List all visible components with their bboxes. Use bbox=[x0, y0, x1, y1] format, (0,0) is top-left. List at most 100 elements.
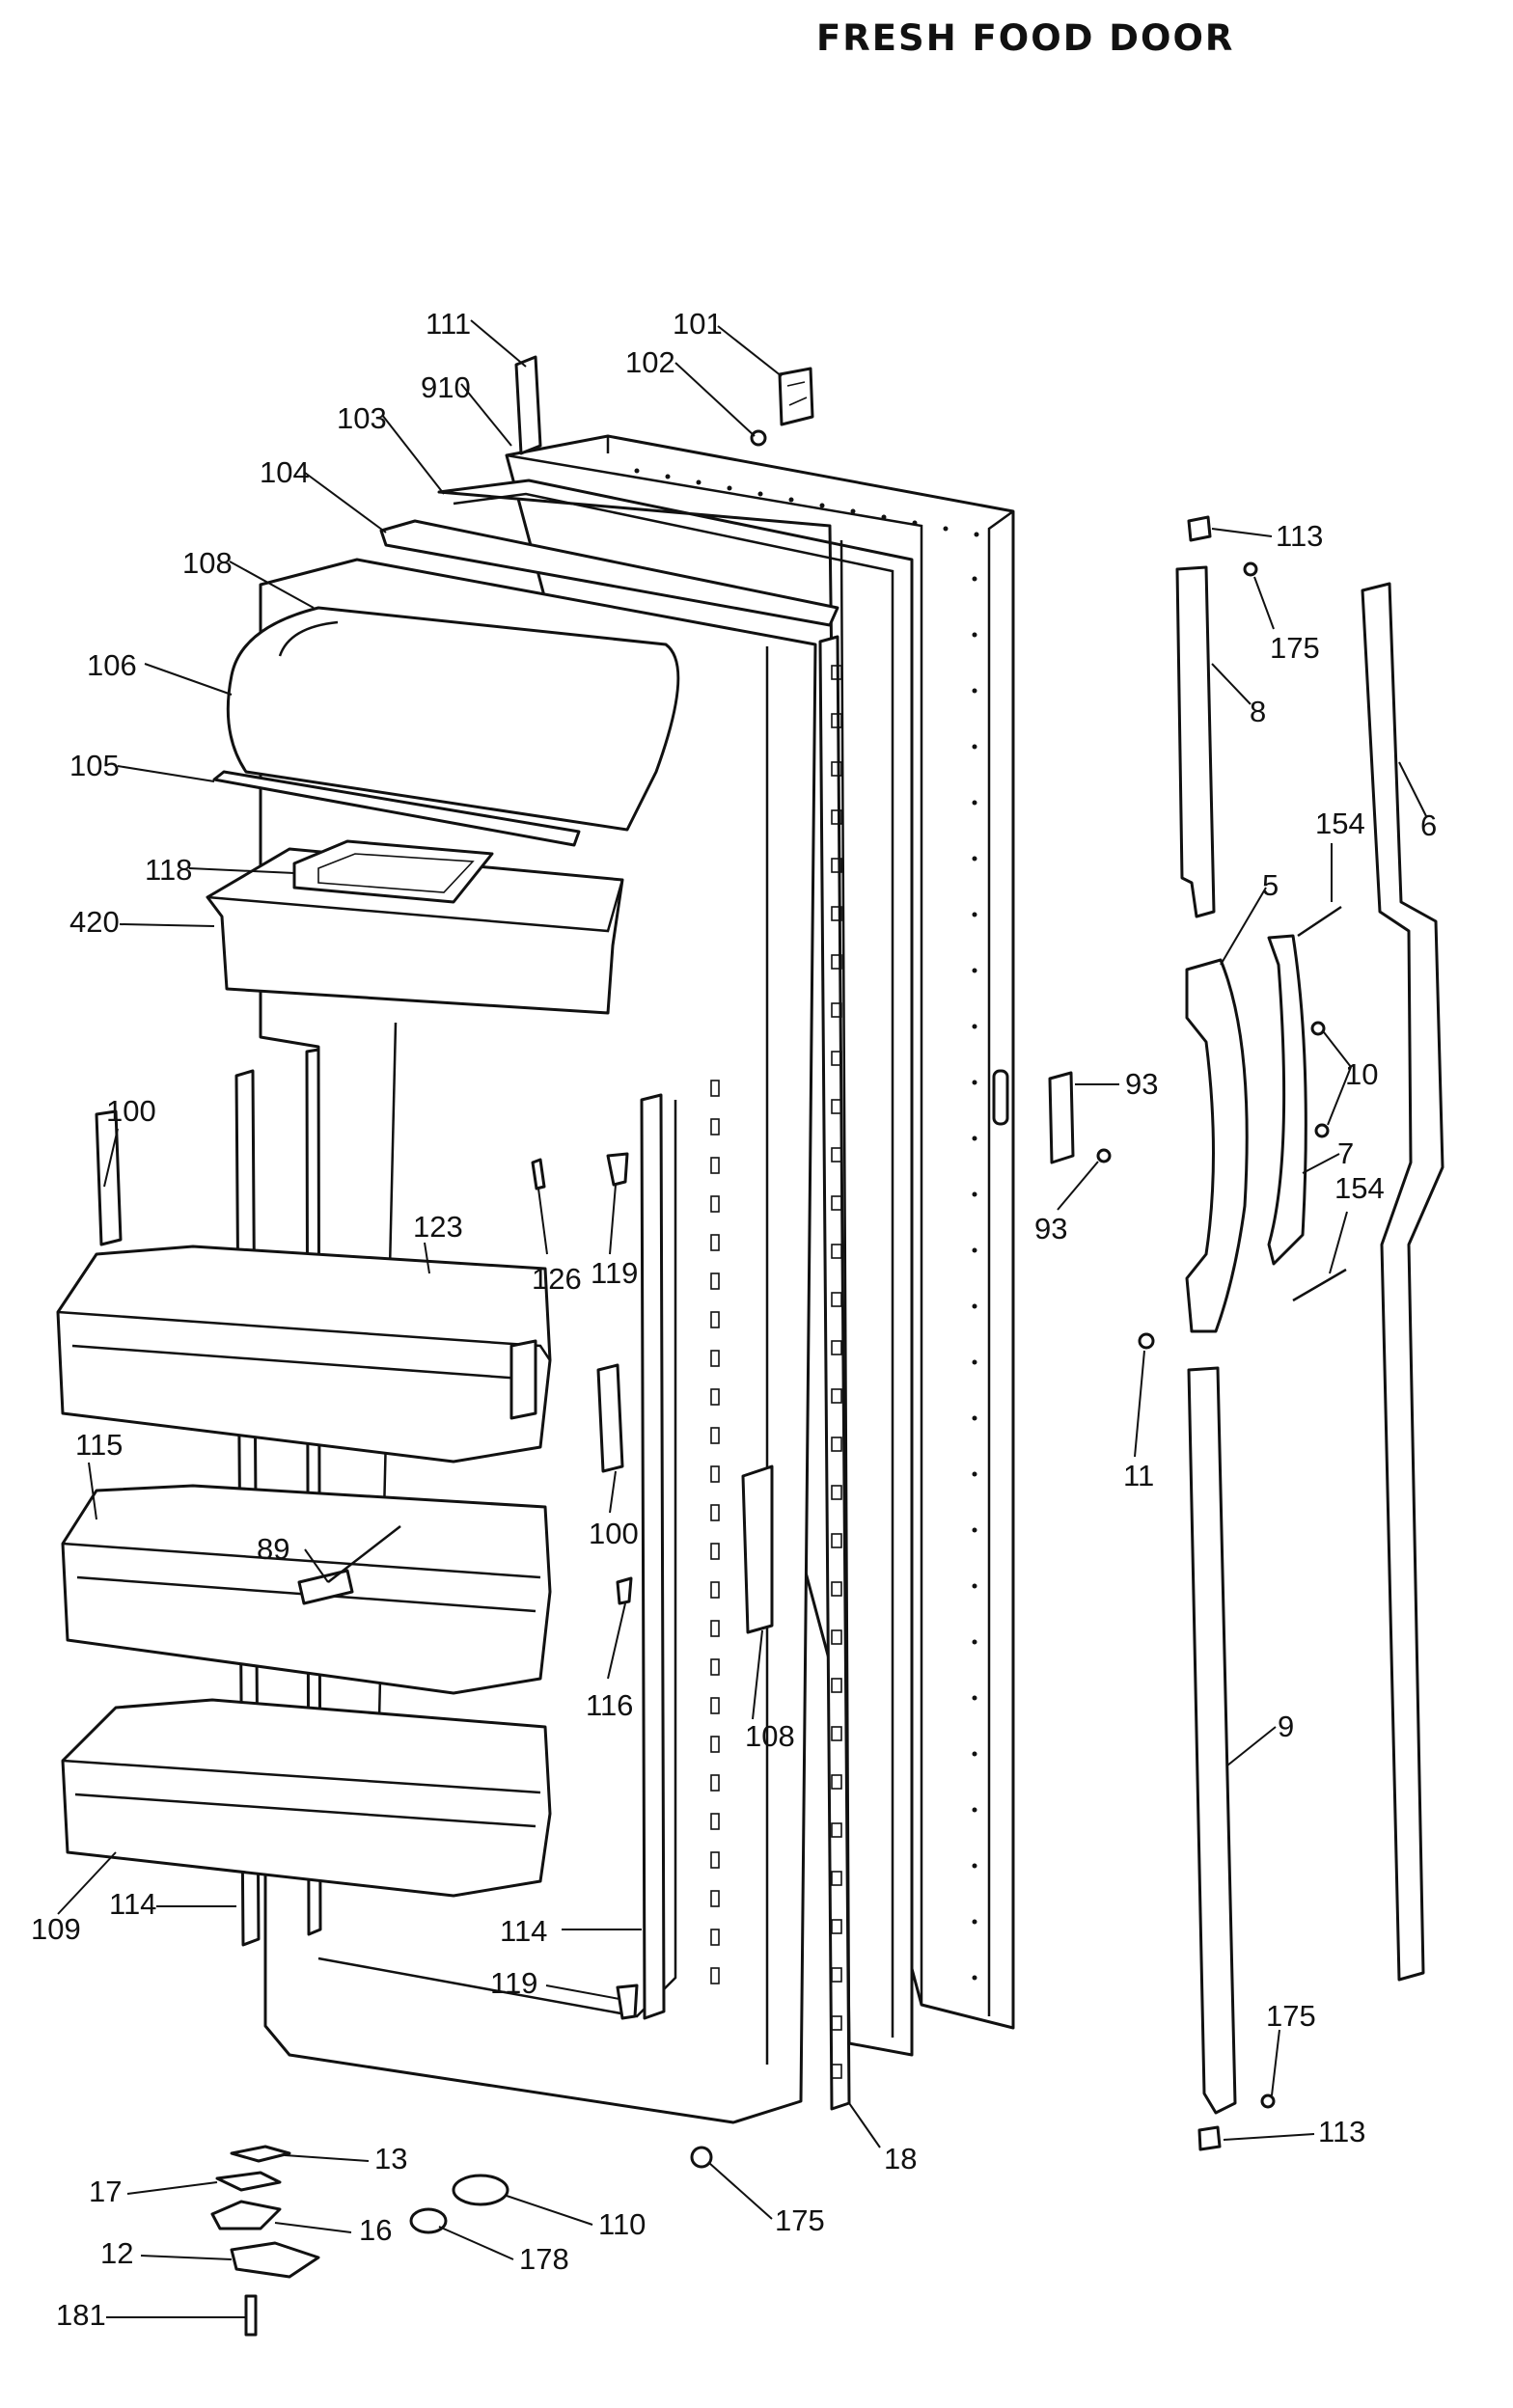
leader-line-36 bbox=[1253, 576, 1275, 630]
leader-line-44 bbox=[1329, 1211, 1348, 1274]
rail-slot-b-0 bbox=[710, 1080, 720, 1097]
part-175-screw-top bbox=[1243, 561, 1258, 577]
leader-line-29 bbox=[438, 2226, 514, 2260]
panel-hole-side-16 bbox=[972, 1471, 977, 1477]
panel-hole-side-19 bbox=[972, 1639, 977, 1645]
callout-5: 5 bbox=[1262, 868, 1279, 902]
door-panel-holes bbox=[634, 468, 979, 1981]
part-175-screw-lower bbox=[1260, 2093, 1276, 2109]
leader-line-26 bbox=[274, 2222, 352, 2233]
part-109-shelf-bin bbox=[61, 1698, 552, 1898]
part-113-cap-bottom bbox=[1197, 2125, 1222, 2151]
rail-slot-b-17 bbox=[710, 1736, 720, 1753]
panel-hole-side-5 bbox=[972, 856, 977, 862]
part-8-trim-upper bbox=[1175, 565, 1216, 918]
leader-line-48 bbox=[1223, 2133, 1315, 2141]
part-7-handle-trim bbox=[1267, 934, 1307, 1266]
part-102-screw bbox=[750, 429, 767, 447]
rail-slot-b-12 bbox=[710, 1543, 720, 1560]
rail-slot-a-9 bbox=[831, 1099, 842, 1114]
leader-line-13 bbox=[537, 1188, 548, 1255]
leader-line-20 bbox=[57, 1851, 117, 1915]
rail-slot-a-15 bbox=[831, 1388, 842, 1404]
rail-slots bbox=[710, 665, 842, 2079]
rail-slot-b-4 bbox=[710, 1234, 720, 1251]
callout-10: 10 bbox=[1345, 1057, 1378, 1091]
leader-line-12 bbox=[424, 1242, 430, 1274]
leader-line-32 bbox=[848, 2102, 881, 2148]
rail-slot-b-21 bbox=[710, 1890, 720, 1907]
leader-line-16 bbox=[304, 1548, 329, 1583]
part-93-screw bbox=[1096, 1148, 1112, 1163]
panel-hole-side-10 bbox=[972, 1136, 977, 1141]
callout-114-right: 114 bbox=[500, 1914, 547, 1948]
rail-slot-b-15 bbox=[710, 1658, 720, 1676]
callout-114-left: 114 bbox=[109, 1887, 156, 1921]
callout-108-bottom: 108 bbox=[745, 1719, 795, 1753]
rail-slot-a-3 bbox=[831, 809, 842, 825]
part-100-clip-right bbox=[596, 1363, 624, 1473]
part-106-dairy-door bbox=[226, 606, 680, 832]
panel-hole-side-13 bbox=[972, 1303, 977, 1309]
leader-line-41 bbox=[1323, 1031, 1352, 1068]
callout-106: 106 bbox=[87, 648, 137, 682]
leader-line-7 bbox=[144, 663, 233, 696]
callout-108-top: 108 bbox=[182, 546, 233, 580]
callout-104: 104 bbox=[260, 455, 310, 489]
panel-hole-side-9 bbox=[972, 1080, 977, 1085]
part-175-screw-bottom bbox=[690, 2146, 713, 2169]
panel-hole-top-8 bbox=[881, 514, 887, 520]
rail-slot-a-12 bbox=[831, 1244, 842, 1259]
part-5-handle bbox=[1185, 958, 1249, 1333]
callout-181: 181 bbox=[56, 2298, 106, 2332]
panel-hole-top-5 bbox=[788, 497, 794, 503]
rail-slot-a-24 bbox=[831, 1822, 842, 1838]
panel-hole-side-0 bbox=[972, 576, 977, 582]
panel-hole-side-24 bbox=[972, 1919, 977, 1925]
leader-line-31 bbox=[708, 2162, 773, 2220]
callout-89: 89 bbox=[257, 1532, 289, 1566]
leader-line-17 bbox=[609, 1470, 617, 1514]
part-9-trim-lower bbox=[1187, 1366, 1237, 2115]
part-12-hinge bbox=[230, 2241, 320, 2279]
part-126-pin bbox=[531, 1158, 546, 1190]
panel-hole-side-21 bbox=[972, 1751, 977, 1757]
leader-line-38 bbox=[1220, 887, 1267, 966]
part-93-bracket bbox=[1048, 1071, 1075, 1164]
part-116-clip bbox=[616, 1576, 633, 1605]
callout-118: 118 bbox=[145, 853, 192, 887]
rail-slot-a-28 bbox=[831, 2015, 842, 2031]
leader-line-27 bbox=[140, 2255, 233, 2260]
rail-slot-a-2 bbox=[831, 761, 842, 777]
leader-line-43 bbox=[1302, 1153, 1340, 1174]
rail-slot-a-26 bbox=[831, 1919, 842, 1934]
rail-slot-a-29 bbox=[831, 2064, 842, 2079]
leader-line-6 bbox=[229, 561, 315, 609]
part-178-cap bbox=[409, 2207, 448, 2234]
rail-slot-a-1 bbox=[831, 713, 842, 728]
leader-line-42 bbox=[1327, 1066, 1352, 1126]
callout-16: 16 bbox=[359, 2213, 392, 2247]
rail-slot-b-7 bbox=[710, 1350, 720, 1367]
part-110-cam bbox=[452, 2174, 509, 2206]
panel-hole-top-2 bbox=[696, 479, 701, 485]
leader-line-0 bbox=[470, 319, 527, 368]
panel-hole-side-1 bbox=[972, 632, 977, 638]
leader-line-4 bbox=[381, 414, 445, 495]
callout-100-left: 100 bbox=[106, 1094, 156, 1128]
rail-slot-b-3 bbox=[710, 1195, 720, 1213]
panel-hole-top-10 bbox=[943, 526, 949, 532]
panel-hole-side-3 bbox=[972, 744, 977, 750]
rail-slot-a-27 bbox=[831, 1967, 842, 1983]
leader-line-1 bbox=[460, 383, 512, 447]
leader-line-9 bbox=[188, 867, 295, 874]
part-119-stop-upper bbox=[606, 1152, 629, 1187]
rail-slot-b-14 bbox=[710, 1620, 720, 1637]
leader-line-35 bbox=[1211, 528, 1273, 537]
leader-line-30 bbox=[506, 2195, 593, 2226]
rail-slot-a-5 bbox=[831, 906, 842, 921]
panel-hole-side-23 bbox=[972, 1863, 977, 1869]
panel-hole-top-6 bbox=[819, 503, 825, 508]
panel-hole-side-22 bbox=[972, 1807, 977, 1813]
